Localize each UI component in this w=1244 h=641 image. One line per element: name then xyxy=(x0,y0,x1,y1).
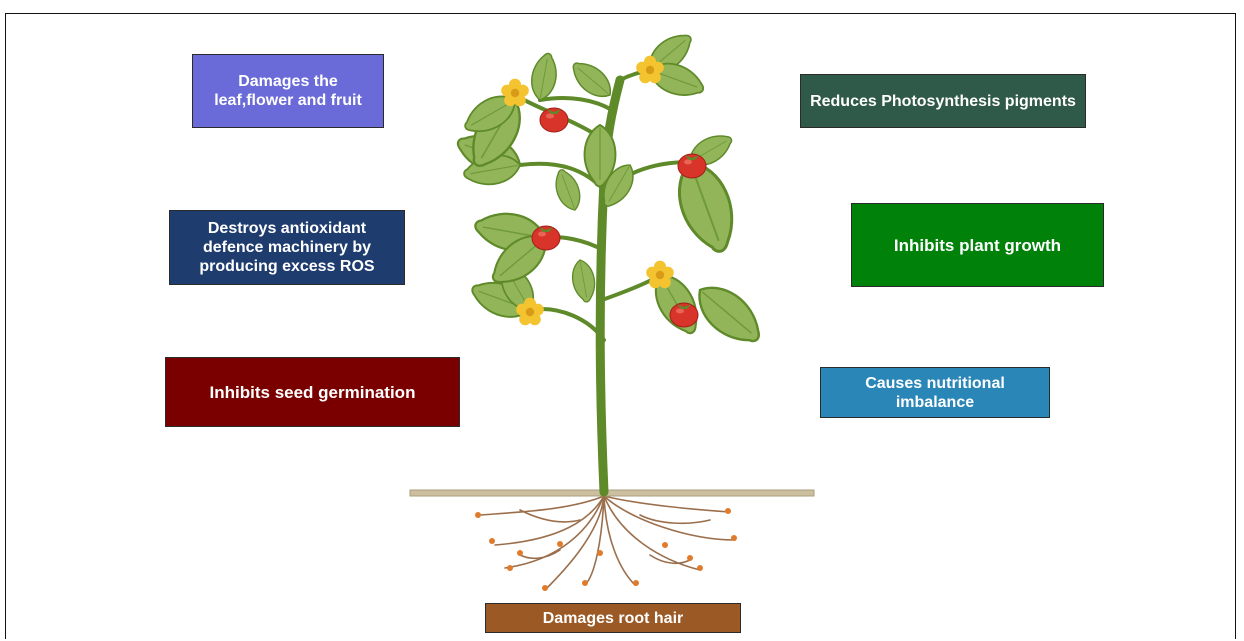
effect-box-leaf-flower-fruit: Damages the leaf,flower and fruit xyxy=(192,54,384,128)
effect-box-photosynthesis: Reduces Photosynthesis pigments xyxy=(800,74,1086,128)
effect-box-plant-growth: Inhibits plant growth xyxy=(851,203,1104,287)
effect-box-root-hair: Damages root hair xyxy=(485,603,741,633)
root-hair-dots xyxy=(475,508,737,591)
roots xyxy=(479,495,736,591)
effect-box-nutritional: Causes nutritional imbalance xyxy=(820,367,1050,418)
effect-box-seed-germination: Inhibits seed germination xyxy=(165,357,460,427)
effect-box-antioxidant: Destroys antioxidant defence machinery b… xyxy=(169,210,405,285)
leaves xyxy=(451,25,772,355)
soil-line xyxy=(409,489,815,497)
